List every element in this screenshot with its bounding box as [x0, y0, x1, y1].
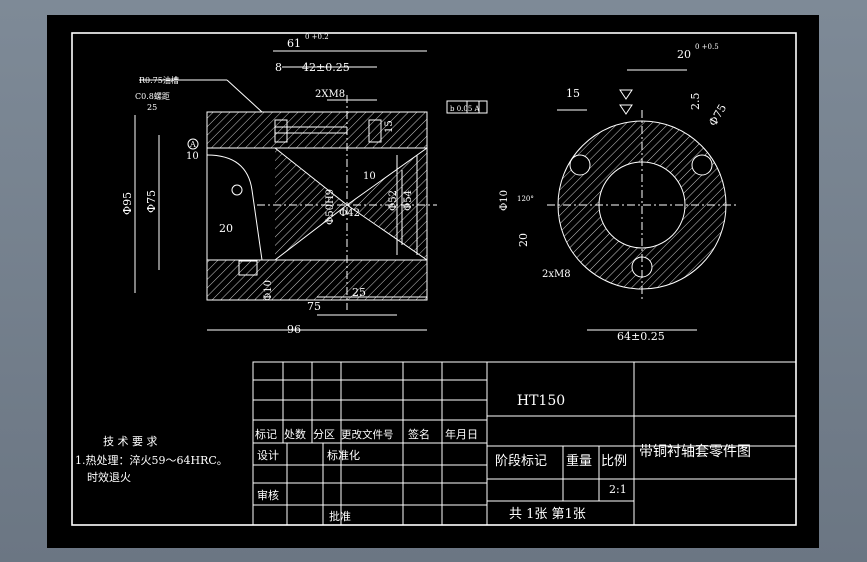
dim-dia-10: Ф10 [263, 280, 274, 301]
dim-dia-75: Ф75 [145, 190, 158, 213]
dim-25a: 25 [147, 103, 157, 112]
dim-20b: 20 [677, 48, 691, 61]
dim-dia-95: Ф95 [121, 192, 134, 215]
title-block [252, 361, 797, 526]
dim-dia-75c: Ф75 [706, 102, 729, 129]
dim-dia-42: Ф42 [339, 208, 360, 219]
dim-15a: 15 [384, 120, 395, 133]
dim-20c: 20 [517, 233, 530, 247]
dim-64: 64±0.25 [617, 330, 665, 343]
hatch-right-wedge [347, 148, 427, 260]
dim-dia-54: Ф54 [403, 190, 414, 211]
tb-approve: 批准 [329, 509, 351, 523]
label-c08: C0.8螺距 [135, 91, 170, 101]
dim-2xm8b: 2xM8 [542, 269, 571, 280]
datum-a: A [189, 140, 196, 149]
tb-scale-label: 比例 [601, 454, 627, 469]
tb-standard: 标准化 [327, 448, 360, 462]
dim-61: 61 [287, 37, 301, 50]
dim-10b: 10 [363, 171, 376, 182]
tb-review: 审核 [257, 488, 279, 502]
dim-61-tol: 0 +0.2 [305, 33, 329, 41]
dim-20b-tol: 0 +0.5 [695, 43, 719, 51]
tb-weight: 重量 [566, 453, 592, 469]
dim-dia-52: Ф52 [388, 190, 399, 211]
gdt-frame: b 0.05 A [450, 105, 481, 113]
dim-75b: 75 [307, 300, 321, 313]
outline [206, 111, 428, 301]
dim-dia-10d: Ф10 [499, 190, 510, 211]
cad-drawing: 61 0 +0.2 8 42±0.25 2XM8 R0.75油槽 C0.8螺距 … [71, 32, 797, 526]
part-title: 带铜衬轴套零件图 [639, 444, 751, 460]
label-oil-groove: R0.75油槽 [139, 75, 179, 85]
dim-8: 8 [275, 61, 282, 74]
front-view [547, 69, 737, 331]
material: HT150 [517, 393, 565, 409]
dim-15c: 15 [566, 87, 580, 100]
dim-10a: 10 [186, 151, 199, 162]
tb-header-2: 分区 [313, 428, 335, 441]
tb-header-1: 处数 [284, 428, 306, 441]
hatch-bottom [207, 260, 427, 300]
hatch-top [207, 112, 427, 148]
dim-42: 42±0.25 [302, 61, 350, 74]
dim-25b: 25 [352, 286, 366, 299]
tb-header-5: 年月日 [445, 427, 478, 441]
tb-header-3: 更改文件号 [341, 428, 394, 441]
section-view [134, 50, 488, 331]
drawing-sheet: 61 0 +0.2 8 42±0.25 2XM8 R0.75油槽 C0.8螺距 … [47, 15, 819, 548]
tb-scale-value: 2:1 [609, 483, 627, 496]
tech-line-1: 1.热处理：淬火59～64HRC。 [75, 453, 228, 467]
tb-header-0: 标记 [255, 427, 277, 441]
dim-2xm8: 2XM8 [315, 89, 345, 100]
dim-dia-50: Ф50H9 [325, 189, 336, 225]
tb-stage: 阶段标记 [495, 454, 547, 469]
tb-design: 设计 [257, 449, 279, 462]
dim-2-5: 2.5 [689, 93, 702, 111]
tb-sheets: 共 1张 第1张 [509, 507, 586, 522]
tb-header-4: 签名 [408, 427, 430, 441]
dim-96: 96 [287, 323, 301, 336]
tech-heading: 技 术 要 求 [103, 435, 158, 448]
dim-20a: 20 [219, 222, 233, 235]
tech-line-2: 时效退火 [87, 470, 131, 484]
dim-angle: 120° [517, 195, 534, 203]
hatch-left-wedge [275, 148, 347, 260]
